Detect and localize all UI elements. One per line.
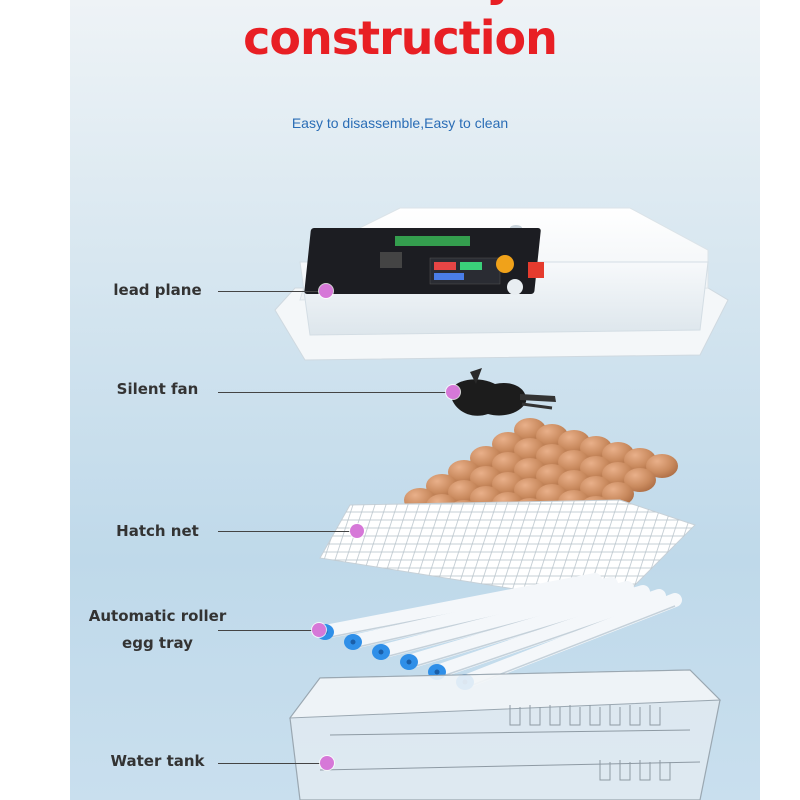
callout-leader-roller-tray bbox=[218, 630, 314, 631]
callout-label-lead-plane: lead plane bbox=[90, 277, 225, 304]
callout-marker-water-tank bbox=[320, 756, 334, 770]
callout-marker-hatch-net bbox=[350, 524, 364, 538]
roller-end-hole bbox=[407, 660, 412, 665]
water-tank-illustration bbox=[290, 670, 720, 800]
callout-leader-water-tank bbox=[218, 763, 322, 764]
callout-label-water-tank: Water tank bbox=[90, 748, 225, 775]
callout-marker-roller-tray bbox=[312, 623, 326, 637]
callout-leader-lead-plane bbox=[218, 291, 322, 292]
callout-label-silent-fan: Silent fan bbox=[90, 376, 225, 403]
roller-end-hole bbox=[379, 650, 384, 655]
roller-end-hole bbox=[435, 670, 440, 675]
callout-leader-silent-fan bbox=[218, 392, 448, 393]
fan-illustration bbox=[450, 368, 556, 416]
callout-label-hatch-net: Hatch net bbox=[90, 518, 225, 545]
callout-marker-lead-plane bbox=[319, 284, 333, 298]
roller-end-hole bbox=[351, 640, 356, 645]
lid-plane bbox=[275, 208, 728, 360]
callout-marker-silent-fan bbox=[446, 385, 460, 399]
callout-leader-hatch-net bbox=[218, 531, 352, 532]
callout-label-roller-tray: Automatic roller egg tray bbox=[80, 603, 235, 657]
